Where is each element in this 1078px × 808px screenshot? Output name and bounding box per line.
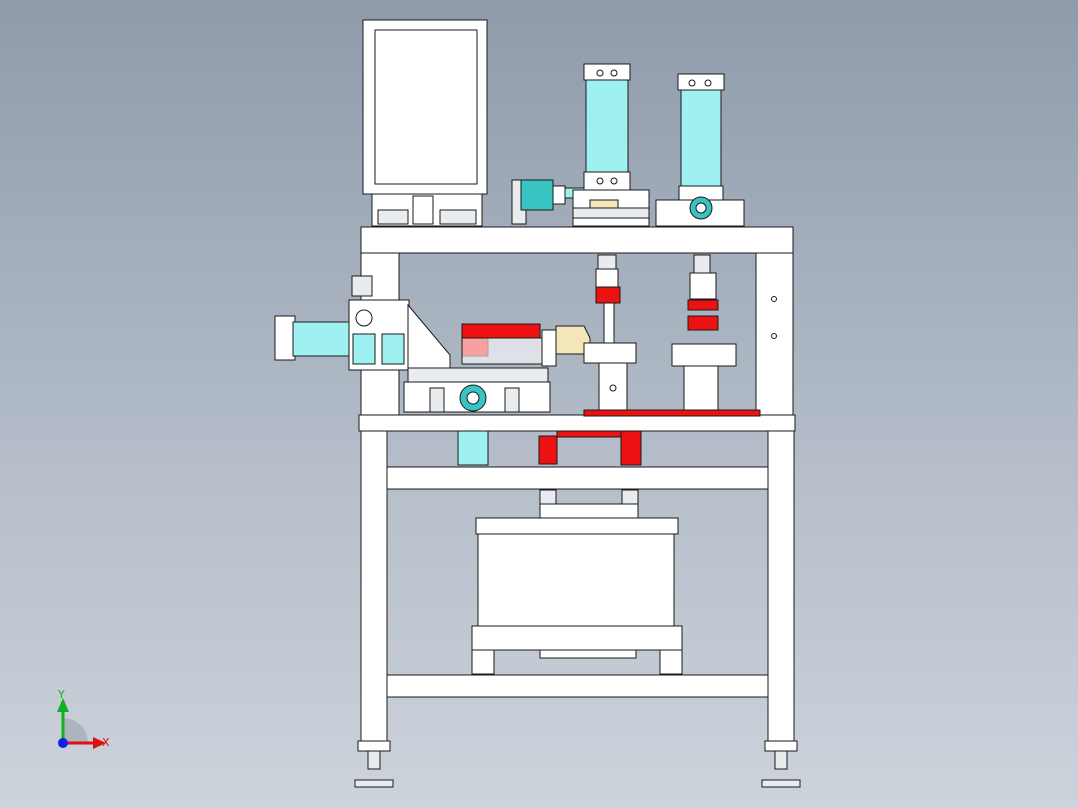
axis-triad: Y X bbox=[57, 688, 110, 749]
right-foot bbox=[761, 740, 801, 788]
left-foot bbox=[354, 740, 394, 788]
axis-x-label: X bbox=[102, 736, 110, 749]
top-cylinder-1 bbox=[572, 63, 650, 227]
press-unit-1 bbox=[583, 254, 637, 414]
top-plate bbox=[360, 226, 794, 254]
control-panel bbox=[362, 19, 488, 227]
top-motor bbox=[511, 179, 594, 225]
left-leg bbox=[360, 430, 388, 742]
lower-crossbar bbox=[386, 674, 769, 698]
lower-box bbox=[471, 489, 683, 675]
axis-y-label: Y bbox=[57, 688, 65, 701]
upper-crossbar bbox=[386, 466, 769, 490]
top-cylinder-2 bbox=[655, 73, 745, 227]
slide-assembly bbox=[403, 303, 591, 413]
middle-plate bbox=[358, 414, 796, 432]
side-cylinder bbox=[274, 275, 410, 371]
right-leg bbox=[767, 430, 795, 742]
under-plate-parts bbox=[457, 430, 642, 466]
press-unit-2 bbox=[671, 254, 737, 415]
